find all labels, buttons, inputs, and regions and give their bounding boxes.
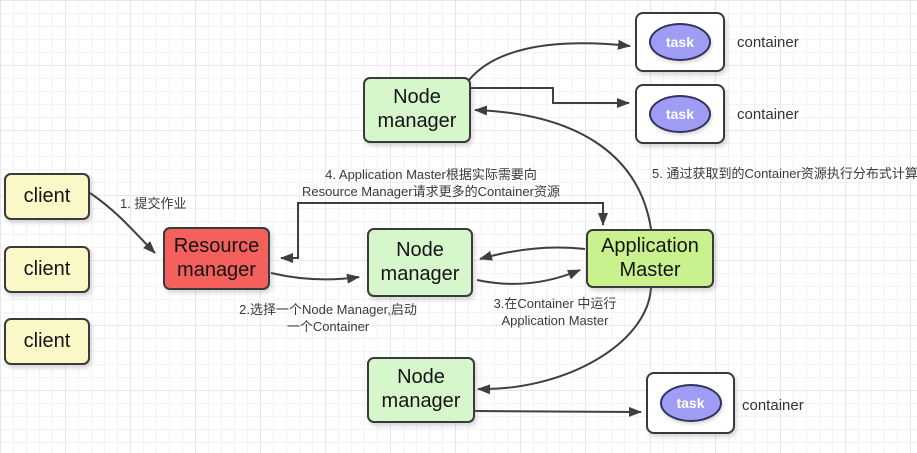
task-ellipse-2: task bbox=[649, 95, 711, 133]
task-label-1: task bbox=[665, 34, 695, 50]
resource-manager-label: Resource manager bbox=[173, 234, 260, 281]
annotation-step5: 5. 通过获取到的Container资源执行分布式计算 bbox=[652, 166, 917, 181]
container-box-1: task bbox=[635, 12, 725, 72]
annotation-step3-line2: Application Master bbox=[501, 312, 609, 328]
client-box-2: client bbox=[4, 246, 90, 293]
node-manager-bottom-label: Node manager bbox=[381, 366, 461, 412]
arrow-node-manager-middle-to-application-master bbox=[476, 269, 581, 285]
client-label-2: client bbox=[23, 257, 71, 280]
node-manager-middle-label: Node manager bbox=[380, 238, 460, 285]
annotation-step3: 3.在Container 中运行 Application Master bbox=[479, 296, 631, 330]
node-manager-top-label: Node manager bbox=[377, 86, 457, 132]
container-caption-3: container bbox=[742, 397, 804, 414]
arrow-resource-manager-to-node-manager-middle bbox=[270, 272, 360, 284]
arrow-application-master-to-node-manager-top bbox=[474, 105, 652, 230]
arrow-node-manager-bottom-to-container-3 bbox=[474, 406, 642, 417]
annotation-step4-line1: 4. Application Master根据实际需要向 bbox=[325, 167, 537, 182]
resource-manager-box: Resource manager bbox=[163, 227, 270, 290]
arrow-node-manager-top-to-container-1 bbox=[468, 39, 631, 81]
container-box-2: task bbox=[635, 84, 725, 144]
task-ellipse-1: task bbox=[649, 23, 711, 61]
arrow-application-master-to-node-manager-bottom bbox=[477, 287, 652, 395]
arrow-client-to-resource-manager bbox=[89, 192, 156, 254]
application-master-box: Application Master bbox=[586, 229, 714, 288]
annotation-step2-line2: 一个Container bbox=[286, 318, 370, 334]
arrow-application-master-to-node-manager-middle bbox=[479, 246, 586, 261]
task-ellipse-3: task bbox=[659, 384, 722, 422]
annotation-step4: 4. Application Master根据实际需要向 Resource Ma… bbox=[295, 167, 567, 201]
container-caption-1: container bbox=[737, 34, 799, 51]
annotation-step2: 2.选择一个Node Manager,启动 一个Container bbox=[233, 302, 423, 336]
client-label-3: client bbox=[23, 329, 71, 352]
annotation-step4-line2: Resource Manager请求更多的Container资源 bbox=[302, 183, 560, 199]
task-label-2: task bbox=[665, 106, 695, 122]
node-manager-top-box: Node manager bbox=[363, 77, 471, 143]
annotation-step3-line1: 3.在Container 中运行 bbox=[493, 296, 617, 311]
node-manager-bottom-box: Node manager bbox=[367, 357, 475, 423]
node-manager-middle-box: Node manager bbox=[367, 228, 473, 297]
arrow-node-manager-top-to-container-2 bbox=[471, 87, 630, 108]
arrow-step4-to-application-master bbox=[298, 202, 608, 226]
client-box-1: client bbox=[4, 173, 90, 220]
container-caption-2: container bbox=[737, 106, 799, 123]
annotation-step2-line1: 2.选择一个Node Manager,启动 bbox=[239, 302, 417, 317]
annotation-step1: 1. 提交作业 bbox=[120, 196, 187, 211]
container-box-3: task bbox=[646, 372, 735, 434]
client-box-3: client bbox=[4, 318, 90, 365]
application-master-label: Application Master bbox=[601, 234, 699, 281]
client-label-1: client bbox=[23, 184, 71, 207]
task-label-3: task bbox=[676, 395, 705, 411]
